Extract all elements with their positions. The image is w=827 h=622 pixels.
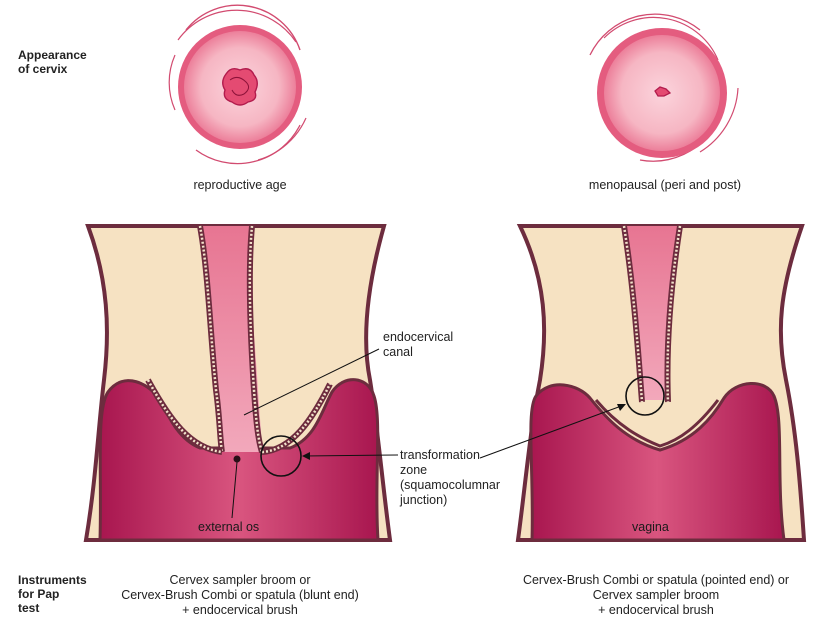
cervix-face-menopausal xyxy=(590,14,738,161)
cervical-os-reproductive xyxy=(223,69,258,105)
instruments-menopausal: Cervex-Brush Combi or spatula (pointed e… xyxy=(498,573,814,618)
label-transformation-zone: transformation zone (squamocolumnar junc… xyxy=(400,448,500,508)
label-endocervical-canal: endocervical canal xyxy=(383,330,453,360)
label-vagina: vagina xyxy=(632,520,669,535)
caption-reproductive-age: reproductive age xyxy=(160,178,320,192)
cross-section-menopausal xyxy=(480,226,804,540)
cross-section-reproductive xyxy=(86,226,398,540)
instruments-reproductive: Cervex sampler broom or Cervex-Brush Com… xyxy=(90,573,390,618)
caption-menopausal: menopausal (peri and post) xyxy=(560,178,770,192)
cervix-face-reproductive xyxy=(169,5,306,163)
external-os-dot xyxy=(234,456,241,463)
label-external-os: external os xyxy=(198,520,259,535)
